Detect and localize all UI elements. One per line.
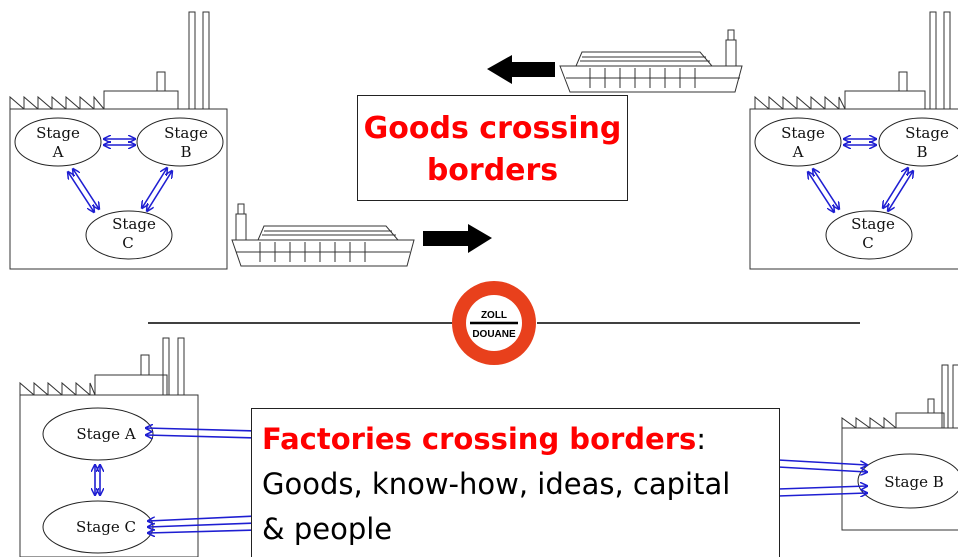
factory-bottom-left: Stage A Stage C — [19, 337, 199, 557]
factory-top-right: Stage A Stage B Stage C — [749, 11, 958, 270]
stage-c-label-1: Stage — [112, 215, 156, 233]
double-arrow-icon — [95, 465, 100, 495]
stage-b: Stage B — [878, 117, 958, 167]
stage-a: Stage A — [42, 407, 154, 461]
stage-c-label-2: C — [122, 234, 133, 252]
factories-heading-line: Factories crossing borders: — [262, 417, 779, 462]
stage-b-label-1: Stage — [164, 124, 208, 142]
goods-crossing-line1: Goods crossing — [363, 111, 622, 146]
factories-heading-colon: : — [696, 422, 707, 456]
stage-c: Stage C — [42, 500, 154, 554]
stage-a-label-2: A — [792, 143, 804, 161]
stage-b: Stage B — [857, 453, 958, 509]
stage-b-label-1: Stage — [905, 124, 949, 142]
double-arrow-icon — [68, 139, 172, 212]
arrow-left-icon — [487, 55, 555, 84]
arrow-right-icon — [423, 224, 492, 253]
factory-icon — [841, 364, 958, 429]
customs-sign-label-2: DOUANE — [472, 329, 516, 340]
stage-c: Stage C — [825, 210, 913, 260]
ship-icon — [559, 29, 743, 93]
goods-crossing-box: Goods crossing borders — [357, 95, 628, 201]
factory-top-left: Stage A Stage B Stage C — [9, 11, 228, 270]
ship-icon — [231, 203, 415, 267]
stage-a-label-1: Stage — [36, 124, 80, 142]
stage-b-label: Stage B — [884, 473, 944, 491]
stage-c-label: Stage C — [76, 518, 136, 536]
factory-bottom-right: Stage B — [841, 364, 958, 531]
stage-a: Stage A — [754, 117, 842, 167]
stage-b: Stage B — [136, 117, 224, 167]
factories-line2: Goods, know-how, ideas, capital — [262, 467, 731, 501]
customs-sign-icon: ZOLL DOUANE — [452, 281, 536, 365]
stage-a-label: Stage A — [76, 425, 135, 443]
factories-heading: Factories crossing borders — [262, 422, 697, 456]
factories-line3: & people — [262, 512, 393, 546]
factory-icon — [9, 11, 210, 111]
stage-a: Stage A — [14, 117, 102, 167]
flow-arrows — [146, 428, 867, 533]
factories-crossing-box: Factories crossing borders: Goods, know-… — [251, 408, 780, 557]
factory-icon — [19, 337, 185, 397]
stage-b-label-2: B — [180, 143, 191, 161]
stage-a-label-2: A — [52, 143, 64, 161]
stage-c: Stage C — [85, 210, 173, 260]
double-arrow-icon — [808, 139, 913, 212]
customs-sign-label-1: ZOLL — [481, 310, 507, 321]
stage-c-label-2: C — [862, 234, 873, 252]
factory-icon — [754, 11, 951, 111]
goods-crossing-line2: borders — [426, 153, 559, 188]
stage-a-label-1: Stage — [781, 124, 825, 142]
stage-c-label-1: Stage — [851, 215, 895, 233]
stage-b-label-2: B — [916, 143, 927, 161]
